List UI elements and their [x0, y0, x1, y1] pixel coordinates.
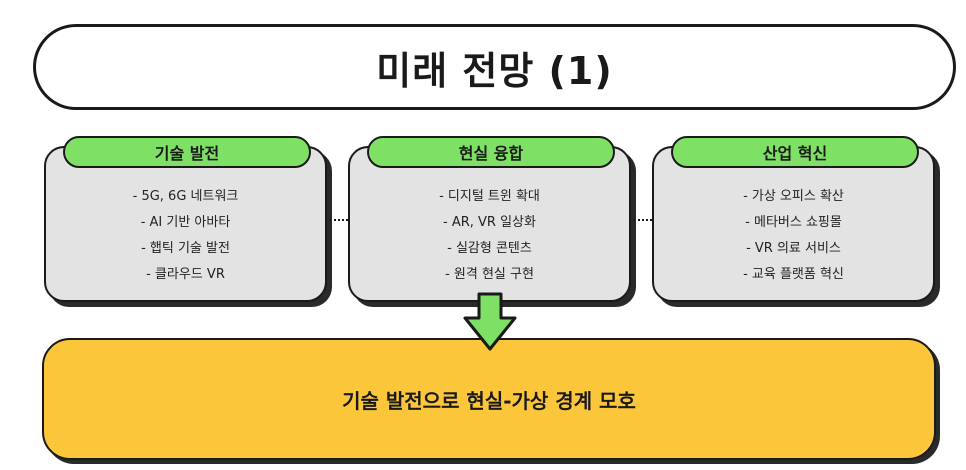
- connector-line-left: [329, 219, 348, 221]
- card-tech-development: 기술 발전 5G, 6G 네트워크 AI 기반 아바타 햅틱 기술 발전 클라우…: [44, 136, 327, 302]
- card-header-tech-development: 기술 발전: [63, 136, 311, 168]
- card-list-industry-innovation: 가상 오피스 확산 메타버스 쇼핑몰 VR 의료 서비스 교육 플랫폼 혁신: [654, 184, 933, 288]
- card-header-industry-innovation: 산업 혁신: [671, 136, 919, 168]
- conclusion-box: 기술 발전으로 현실-가상 경계 모호: [42, 338, 936, 460]
- card-list-tech-development: 5G, 6G 네트워크 AI 기반 아바타 햅틱 기술 발전 클라우드 VR: [46, 184, 325, 288]
- list-item: 교육 플랫폼 혁신: [654, 262, 933, 288]
- list-item: 5G, 6G 네트워크: [46, 184, 325, 210]
- list-item: 햅틱 기술 발전: [46, 236, 325, 262]
- connector-line-right: [633, 219, 652, 221]
- list-item: 메타버스 쇼핑몰: [654, 210, 933, 236]
- card-header-reality-fusion: 현실 융합: [367, 136, 615, 168]
- list-item: 실감형 콘텐츠: [350, 236, 629, 262]
- page-title: 미래 전망 (1): [376, 48, 613, 93]
- list-item: AR, VR 일상화: [350, 210, 629, 236]
- list-item: VR 의료 서비스: [654, 236, 933, 262]
- card-list-reality-fusion: 디지털 트윈 확대 AR, VR 일상화 실감형 콘텐츠 원격 현실 구현: [350, 184, 629, 288]
- list-item: AI 기반 아바타: [46, 210, 325, 236]
- list-item: 원격 현실 구현: [350, 262, 629, 288]
- title-banner: 미래 전망 (1): [33, 24, 956, 110]
- list-item: 가상 오피스 확산: [654, 184, 933, 210]
- conclusion-text: 기술 발전으로 현실-가상 경계 모호: [342, 388, 636, 413]
- list-item: 디지털 트윈 확대: [350, 184, 629, 210]
- list-item: 클라우드 VR: [46, 262, 325, 288]
- card-reality-fusion: 현실 융합 디지털 트윈 확대 AR, VR 일상화 실감형 콘텐츠 원격 현실…: [348, 136, 631, 302]
- card-industry-innovation: 산업 혁신 가상 오피스 확산 메타버스 쇼핑몰 VR 의료 서비스 교육 플랫…: [652, 136, 935, 302]
- down-arrow-icon: [463, 292, 517, 351]
